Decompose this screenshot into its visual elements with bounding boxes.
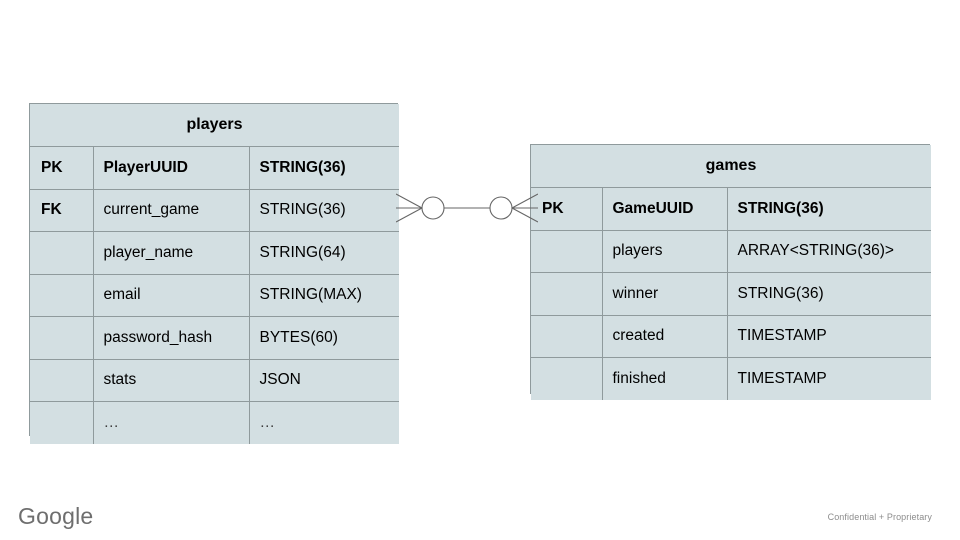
entity-table-players[interactable]: players PK PlayerUUID STRING(36) FK curr…: [29, 103, 400, 444]
column-type-0: STRING(36): [248, 146, 400, 190]
crowsfoot-right-lower-prong: [511, 207, 538, 223]
entity-title-row: players: [30, 104, 400, 147]
column-name-4: password_hash: [92, 316, 250, 360]
column-type-1: ARRAY<STRING(36)>: [726, 229, 932, 273]
column-type-4: TIMESTAMP: [726, 357, 932, 400]
table-row[interactable]: winner STRING(36): [531, 272, 932, 316]
table-row[interactable]: password_hash BYTES(60): [30, 316, 400, 360]
crowsfoot-right-upper-prong: [511, 193, 538, 209]
column-type-5: JSON: [248, 358, 400, 402]
table-row[interactable]: player_name STRING(64): [30, 231, 400, 275]
table-row[interactable]: players ARRAY<STRING(36)>: [531, 229, 932, 273]
column-key-0: PK: [30, 146, 94, 190]
confidentiality-notice: Confidential + Proprietary: [827, 512, 932, 522]
column-type-2: STRING(36): [726, 272, 932, 316]
column-type-4: BYTES(60): [248, 316, 400, 360]
column-name-2: winner: [601, 272, 728, 316]
entity-grid-games: games PK GameUUID STRING(36) players ARR…: [531, 145, 932, 400]
column-key-6: [30, 401, 94, 444]
entity-title-players: players: [30, 104, 400, 147]
column-key-5: [30, 358, 94, 402]
column-name-3: email: [92, 273, 250, 317]
column-key-2: [531, 272, 603, 316]
table-row[interactable]: created TIMESTAMP: [531, 314, 932, 358]
table-row[interactable]: stats JSON: [30, 358, 400, 402]
crowsfoot-left-upper-prong: [396, 193, 423, 209]
column-key-4: [531, 357, 603, 400]
entity-title-row: games: [531, 145, 932, 188]
column-name-6: …: [92, 401, 250, 444]
table-row[interactable]: email STRING(MAX): [30, 273, 400, 317]
table-row[interactable]: finished TIMESTAMP: [531, 357, 932, 400]
optionality-circle-right: [489, 196, 513, 220]
crowsfoot-left-lower-prong: [396, 207, 423, 223]
column-key-3: [531, 314, 603, 358]
column-key-2: [30, 231, 94, 275]
column-name-5: stats: [92, 358, 250, 402]
column-name-1: players: [601, 229, 728, 273]
entity-title-games: games: [531, 145, 932, 188]
table-row[interactable]: PK PlayerUUID STRING(36): [30, 146, 400, 190]
column-type-3: STRING(MAX): [248, 273, 400, 317]
google-logo: Google: [18, 503, 94, 529]
column-type-0: STRING(36): [726, 187, 932, 231]
column-key-3: [30, 273, 94, 317]
column-type-2: STRING(64): [248, 231, 400, 275]
column-key-0: PK: [531, 187, 603, 231]
column-name-3: created: [601, 314, 728, 358]
table-row[interactable]: FK current_game STRING(36): [30, 188, 400, 232]
column-type-3: TIMESTAMP: [726, 314, 932, 358]
column-key-4: [30, 316, 94, 360]
optionality-circle-left: [421, 196, 445, 220]
entity-table-games[interactable]: games PK GameUUID STRING(36) players ARR…: [530, 144, 932, 400]
column-name-2: player_name: [92, 231, 250, 275]
column-name-0: GameUUID: [601, 187, 728, 231]
entity-grid-players: players PK PlayerUUID STRING(36) FK curr…: [30, 104, 400, 444]
column-name-1: current_game: [92, 188, 250, 232]
table-row[interactable]: PK GameUUID STRING(36): [531, 187, 932, 231]
table-row-ellipsis[interactable]: … …: [30, 401, 400, 444]
column-type-1: STRING(36): [248, 188, 400, 232]
relationship-connector[interactable]: [396, 186, 538, 230]
column-name-4: finished: [601, 357, 728, 400]
column-type-6: …: [248, 401, 400, 444]
column-name-0: PlayerUUID: [92, 146, 250, 190]
column-key-1: FK: [30, 188, 94, 232]
column-key-1: [531, 229, 603, 273]
